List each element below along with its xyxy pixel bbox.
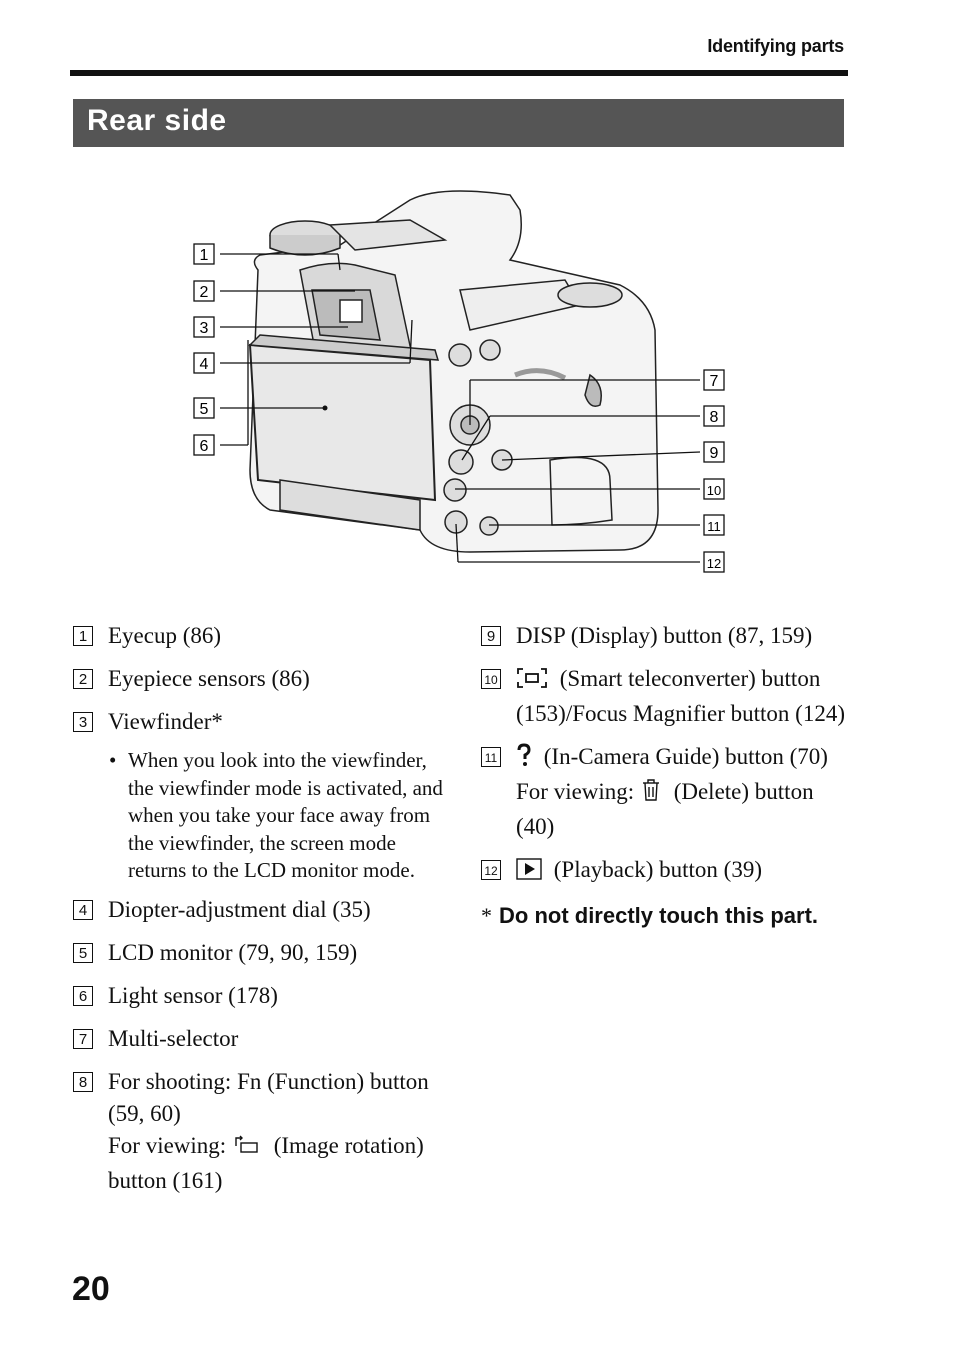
note-asterisk: *	[481, 903, 492, 928]
smart-teleconverter-icon	[516, 666, 548, 698]
item-number: 4	[73, 899, 93, 920]
header-rule	[70, 70, 848, 76]
item-number: 5	[73, 942, 93, 963]
camera-rear-illustration: 1 2 3 4 5 6 7 8 9 10 11 12	[180, 180, 740, 580]
item-text-prefix: For viewing:	[108, 1132, 227, 1158]
section-title: Rear side	[87, 104, 227, 137]
callout-label: 11	[707, 519, 721, 534]
item-text: (Image rotation) button (161)	[108, 1132, 424, 1193]
item-text: Eyepiece sensors (86)	[108, 666, 310, 691]
callout-1: 1	[193, 243, 215, 265]
help-icon	[516, 743, 532, 776]
item-text: Eyecup (86)	[108, 623, 222, 648]
callout-label: 9	[710, 445, 719, 462]
play-icon	[516, 857, 542, 889]
item-number: 10	[481, 669, 501, 689]
list-item: 12 (Playback) button (39)	[481, 854, 851, 889]
item-number: 9	[481, 626, 501, 646]
callout-8: 8	[703, 405, 725, 427]
callout-7: 7	[703, 369, 725, 391]
section-bar: Rear side	[73, 99, 844, 147]
list-item: 4 Diopter-adjustment dial (35)	[73, 894, 453, 926]
list-item: 3 Viewfinder*	[73, 706, 453, 738]
list-item: 7 Multi-selector	[73, 1023, 453, 1055]
callout-12: 12	[703, 551, 725, 573]
callout-2: 2	[193, 280, 215, 302]
list-item: 10 (Smart teleconverter) button (153)/Fo…	[481, 663, 851, 730]
parts-list-right: 9 DISP (Display) button (87, 159) 10 (Sm…	[481, 620, 851, 932]
rotate-icon	[232, 1133, 262, 1165]
list-item: 6 Light sensor (178)	[73, 980, 453, 1012]
parts-list-left: 1 Eyecup (86) 2 Eyepiece sensors (86) 3 …	[73, 620, 453, 1208]
item-text: Diopter-adjustment dial (35)	[108, 896, 371, 922]
trash-icon	[640, 778, 662, 811]
callout-4: 4	[193, 352, 215, 374]
list-item: 11 (In-Camera Guide) button (70) For vie…	[481, 741, 851, 843]
item-text-prefix: For viewing:	[516, 779, 635, 804]
item-text: Multi-selector	[108, 1025, 239, 1051]
caution-note: * Do not directly touch this part.	[481, 900, 851, 932]
callout-label: 1	[200, 247, 209, 264]
viewfinder-note: • When you look into the viewfinder, the…	[73, 747, 453, 885]
item-number: 8	[73, 1071, 93, 1092]
callout-11: 11	[703, 514, 725, 536]
callout-label: 4	[200, 356, 209, 373]
item-number: 1	[73, 626, 93, 646]
item-text: (Playback) button (39)	[553, 857, 762, 882]
bullet-dot: •	[109, 748, 117, 772]
item-text: (Smart teleconverter) button (153)/Focus…	[516, 666, 845, 726]
callout-label: 8	[710, 409, 719, 426]
item-text: LCD monitor (79, 90, 159)	[108, 939, 358, 965]
callout-label: 3	[200, 320, 209, 337]
list-item: 8 For shooting: Fn (Function) button (59…	[73, 1066, 453, 1197]
list-item: 1 Eyecup (86)	[73, 620, 453, 652]
callout-5: 5	[193, 397, 215, 419]
item-text: (Delete) button (40)	[516, 779, 814, 839]
item-number: 12	[481, 860, 501, 880]
item-number: 11	[481, 747, 501, 767]
item-text: (In-Camera Guide) button (70)	[543, 744, 828, 769]
item-number: 7	[73, 1028, 93, 1049]
callout-label: 6	[200, 438, 209, 455]
item-text: DISP (Display) button (87, 159)	[516, 623, 813, 648]
callout-10: 10	[703, 478, 725, 500]
item-number: 3	[73, 712, 93, 732]
callout-9: 9	[703, 441, 725, 463]
running-header: Identifying parts	[707, 36, 844, 56]
item-text: For shooting: Fn (Function) button (59, …	[108, 1068, 429, 1126]
page-number: 20	[72, 1270, 110, 1308]
list-item: 5 LCD monitor (79, 90, 159)	[73, 937, 453, 969]
callout-label: 7	[710, 373, 719, 390]
callout-label: 10	[707, 483, 721, 498]
callout-3: 3	[193, 316, 215, 338]
item-text: Viewfinder*	[108, 709, 223, 734]
callout-label: 2	[200, 284, 209, 301]
callout-label: 12	[707, 556, 721, 571]
bullet-text: When you look into the viewfinder, the v…	[128, 748, 443, 882]
item-number: 6	[73, 985, 93, 1006]
callout-label: 5	[200, 401, 209, 418]
item-text: Light sensor (178)	[108, 982, 278, 1008]
item-number: 2	[73, 669, 93, 689]
callout-6: 6	[193, 434, 215, 456]
list-item: 9 DISP (Display) button (87, 159)	[481, 620, 851, 652]
list-item: 2 Eyepiece sensors (86)	[73, 663, 453, 695]
note-text: Do not directly touch this part.	[499, 903, 819, 928]
